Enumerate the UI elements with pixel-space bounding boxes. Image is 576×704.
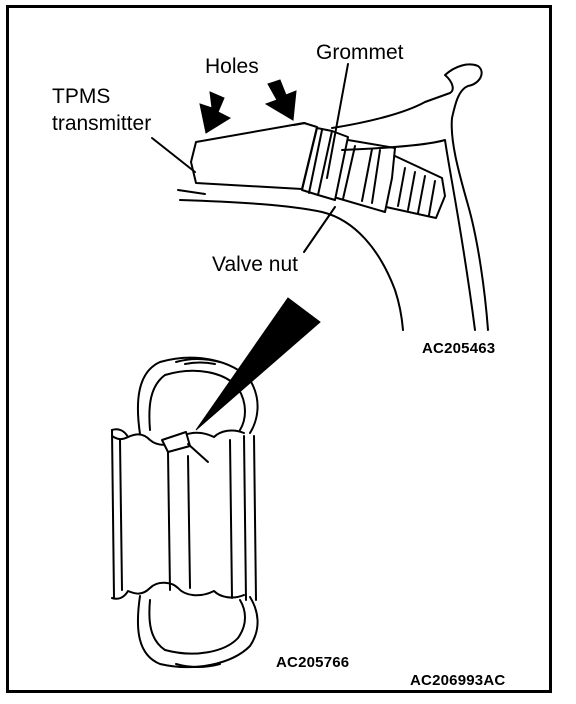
leader-transmitter bbox=[151, 137, 196, 173]
figure-code: AC206993AC bbox=[410, 672, 506, 689]
valve-nut-label: Valve nut bbox=[212, 253, 298, 276]
tpms-label-line1: TPMS bbox=[52, 85, 111, 108]
tpms-label-line2: transmitter bbox=[52, 112, 152, 135]
leader-grommet bbox=[326, 63, 349, 179]
detail-view-code: AC205463 bbox=[422, 340, 496, 357]
valve-tip bbox=[385, 155, 446, 219]
tire-bottom bbox=[136, 595, 259, 669]
tpms-transmitter bbox=[190, 122, 318, 190]
holes-arrow-right bbox=[264, 79, 297, 121]
rim-outline bbox=[331, 63, 489, 331]
rim-base-line bbox=[177, 189, 206, 195]
grommet bbox=[301, 127, 333, 196]
rim-spoke-line bbox=[179, 199, 404, 331]
holes-label: Holes bbox=[205, 55, 259, 78]
valve-stem bbox=[336, 139, 396, 213]
leader-valve-nut bbox=[303, 206, 336, 253]
wheel-view-code: AC205766 bbox=[276, 654, 350, 671]
wheel-section bbox=[111, 356, 259, 669]
holes-arrow-left bbox=[199, 91, 232, 134]
grommet-label: Grommet bbox=[316, 41, 404, 64]
valve-nut bbox=[317, 130, 349, 201]
zoom-wedge bbox=[195, 297, 321, 431]
